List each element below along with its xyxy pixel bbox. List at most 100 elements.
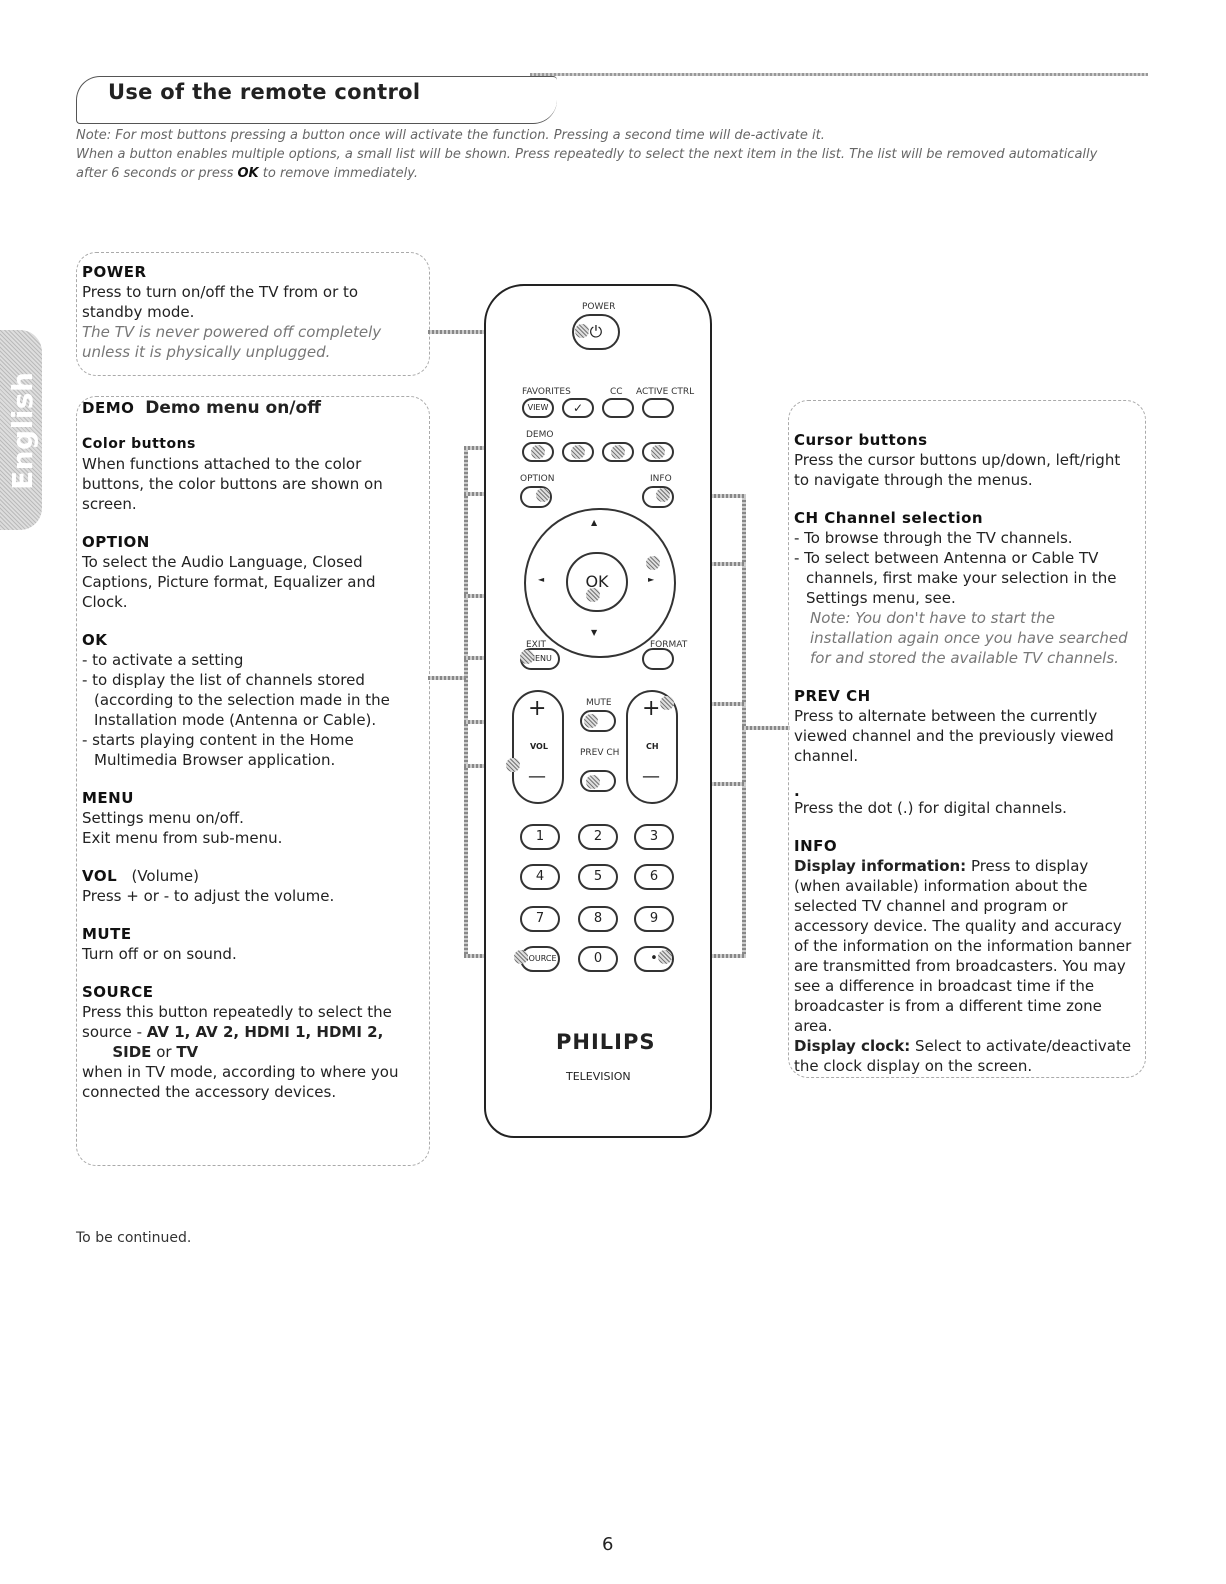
note-line-1: Note: For most buttons pressing a button… xyxy=(76,128,825,143)
source-heading: SOURCE xyxy=(82,983,154,1001)
right-info-box xyxy=(788,400,1146,1078)
dot-text: Press the dot (.) for digital channels. xyxy=(794,799,1067,817)
language-tab: English xyxy=(0,330,42,530)
title-rule xyxy=(530,73,1148,76)
volume-down-button[interactable]: — xyxy=(528,766,546,787)
volume-rocker xyxy=(512,690,564,804)
volume-up-button[interactable]: + xyxy=(528,696,547,721)
continued-note: To be continued. xyxy=(76,1230,192,1246)
number-button-5[interactable]: 5 xyxy=(578,864,618,890)
marker-mute xyxy=(584,714,598,728)
source-text-1a: Press this button repeatedly to select t… xyxy=(82,1003,392,1041)
leader-left-main xyxy=(428,676,466,680)
marker-option xyxy=(536,488,550,502)
marker-source xyxy=(514,950,528,964)
source-or: or xyxy=(156,1043,172,1061)
cursor-down-button[interactable]: ▼ xyxy=(591,628,598,637)
source-text-side: SIDE or TV xyxy=(82,1042,422,1062)
power-heading: POWER xyxy=(82,263,147,281)
demo-heading: DEMO Demo menu on/off xyxy=(82,398,422,418)
ok-item-3: - starts playing content in the Home Mul… xyxy=(82,731,354,769)
info-label: INFO xyxy=(650,474,672,484)
info-clock-label: Display clock: xyxy=(794,1037,911,1055)
number-button-0[interactable]: 0 xyxy=(578,946,618,972)
marker-vol xyxy=(506,758,520,772)
format-button[interactable] xyxy=(642,648,674,670)
language-tab-label: English xyxy=(6,371,39,490)
format-label: FORMAT xyxy=(650,640,688,650)
page-title: Use of the remote control xyxy=(108,80,421,104)
option-heading: OPTION xyxy=(82,533,150,551)
mute-label: MUTE xyxy=(586,698,612,708)
ch-heading: CH Channel selection xyxy=(794,509,984,527)
page-number: 6 xyxy=(602,1534,614,1555)
info-heading: INFO xyxy=(794,837,838,855)
number-button-7[interactable]: 7 xyxy=(520,906,560,932)
active-ctrl-button[interactable] xyxy=(642,398,674,418)
ok-heading: OK xyxy=(82,631,108,649)
cursor-up-button[interactable]: ▲ xyxy=(591,518,598,527)
view-button[interactable]: VIEW xyxy=(522,398,554,418)
marker-ch xyxy=(660,696,674,710)
left-sections: DEMO Demo menu on/off Color buttons When… xyxy=(82,398,422,1102)
dot-heading: . xyxy=(794,782,801,800)
exit-label: EXIT xyxy=(526,640,547,650)
power-text: Press to turn on/off the TV from or to s… xyxy=(82,283,359,321)
menu-line-2: Exit menu from sub-menu. xyxy=(82,829,283,847)
marker-menu xyxy=(520,650,534,664)
number-button-1[interactable]: 1 xyxy=(520,824,560,850)
number-button-2[interactable]: 2 xyxy=(578,824,618,850)
source-text-1: Press this button repeatedly to select t… xyxy=(82,1002,422,1042)
note-line-2: When a button enables multiple options, … xyxy=(76,147,1098,162)
cursor-left-button[interactable]: ◄ xyxy=(538,575,545,584)
number-button-4[interactable]: 4 xyxy=(520,864,560,890)
marker-power xyxy=(575,324,589,338)
info-display-label: Display information: xyxy=(794,857,967,875)
ok-button[interactable]: OK xyxy=(566,552,628,612)
ch-item-2: - To select between Antenna or Cable TV … xyxy=(794,549,1117,607)
marker-cursor xyxy=(646,556,660,570)
channel-down-button[interactable]: — xyxy=(642,766,660,787)
brand-logo: PHILIPS xyxy=(556,1030,656,1054)
color-text: When functions attached to the color but… xyxy=(82,455,383,513)
source-side: SIDE xyxy=(112,1043,152,1061)
power-note: The TV is never powered off completely u… xyxy=(82,323,382,361)
dot-button[interactable]: • xyxy=(634,946,674,972)
prevch-label: PREV CH xyxy=(580,748,620,758)
vol-key: VOL xyxy=(82,867,118,885)
number-button-9[interactable]: 9 xyxy=(634,906,674,932)
cursor-text: Press the cursor buttons up/down, left/r… xyxy=(794,451,1121,489)
power-label: POWER xyxy=(582,302,616,312)
demo-title: Demo menu on/off xyxy=(145,398,321,418)
channel-up-button[interactable]: + xyxy=(642,696,661,721)
option-label: OPTION xyxy=(520,474,555,484)
marker-info xyxy=(656,488,670,502)
marker-prevch xyxy=(586,775,600,789)
marker-dot xyxy=(658,950,672,964)
prevch-text: Press to alternate between the currently… xyxy=(794,707,1114,765)
number-button-8[interactable]: 8 xyxy=(578,906,618,932)
mute-heading: MUTE xyxy=(82,925,132,943)
product-label: TELEVISION xyxy=(566,1070,631,1083)
note-line-3: after 6 seconds or press OK to remove im… xyxy=(76,164,1176,183)
cc-button[interactable] xyxy=(602,398,634,418)
menu-heading: MENU xyxy=(82,789,134,807)
note-ok-key: OK xyxy=(237,166,259,181)
title-frame xyxy=(76,76,557,124)
favorites-button[interactable]: ✓ xyxy=(562,398,594,418)
marker-color-1 xyxy=(531,445,545,459)
power-box xyxy=(76,252,430,376)
cursor-heading: Cursor buttons xyxy=(794,431,928,449)
source-tv: TV xyxy=(176,1043,199,1061)
cursor-right-button[interactable]: ► xyxy=(648,575,655,584)
demo-label: DEMO xyxy=(526,430,554,440)
number-button-3[interactable]: 3 xyxy=(634,824,674,850)
source-options: AV 1, AV 2, HDMI 1, HDMI 2, xyxy=(146,1023,384,1041)
number-button-6[interactable]: 6 xyxy=(634,864,674,890)
prevch-heading: PREV CH xyxy=(794,687,871,705)
marker-color-4 xyxy=(651,445,665,459)
cc-label: CC xyxy=(610,387,623,397)
ok-item-1: - to activate a setting xyxy=(82,651,244,669)
note-line-3-post: to remove immediately. xyxy=(258,166,419,181)
left-info-box xyxy=(76,396,430,1166)
